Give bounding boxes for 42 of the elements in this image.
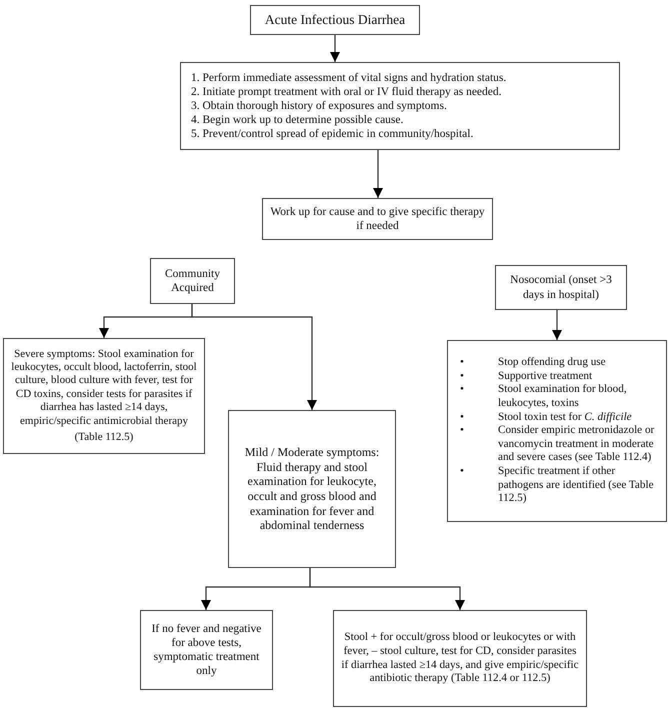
- bullet: •: [460, 410, 465, 424]
- process-box: [150, 258, 235, 304]
- severe-box: [3, 338, 205, 454]
- process-box: [262, 198, 493, 240]
- step-text: 3. Obtain thorough history of exposures and symptoms.: [191, 98, 448, 113]
- arrow: [191, 304, 317, 410]
- step-text: 2. Initiate prompt treatment with oral or IV fluid therapy as needed.: [191, 84, 503, 99]
- box-text: Severe symptoms: Stool examination for leukocytes, occult blood, lactoferrin, stool culture, blood culture with fever, test for CD toxins, consider tests for parasites if diarrhea has lasted ≥14 days, empiric/specific antimicrobial therapy: [10, 348, 198, 428]
- mild-box: [228, 410, 396, 568]
- arrow: [552, 310, 562, 340]
- arrow: [373, 150, 383, 198]
- step-text: 4. Begin work up to determine possible cause.: [191, 113, 404, 128]
- list-item: Supportive treatment: [498, 370, 594, 384]
- step-text: 1. Perform immediate assessment of vital signs and hydration status.: [191, 70, 508, 85]
- process-box: [140, 610, 273, 690]
- box-text: Community Acquired: [164, 266, 221, 296]
- box-text: Acute Infectious Diarrhea: [264, 12, 406, 28]
- bullet: •: [460, 356, 465, 370]
- box-text: Fluid therapy and stool examination for leukocyte, occult and gross blood and examination for fever and abdominal tenderness: [246, 460, 378, 533]
- list-item: Stop offending drug use: [498, 356, 607, 370]
- box-text: (Table 112.5): [74, 431, 134, 444]
- step-text: 5. Prevent/control spread of epidemic in community/hospital.: [191, 127, 474, 142]
- box-text: Nosocomial (onset >3 days in hospital): [509, 273, 613, 302]
- arrow: [309, 568, 465, 610]
- list-item: Stool examination for blood, leukocytes, toxins: [498, 383, 628, 411]
- arrow: [330, 35, 340, 62]
- box-text: Work up for cause and to give specific therapy if needed: [269, 204, 486, 234]
- bullet: •: [460, 383, 465, 398]
- list-item: Specific treatment if other pathogens are identified (see Table 112.5): [498, 465, 655, 506]
- steps-box: [180, 62, 620, 150]
- list-item: Consider empiric metronidazole or vancomycin treatment in moderate and severe cases (see Table 112.4): [498, 424, 656, 466]
- box-text: Mild / Moderate symptoms:: [244, 445, 380, 460]
- box-text: If no fever and negative for above tests, symptomatic treatment only: [150, 622, 262, 678]
- process-box: [333, 610, 587, 707]
- nosocomial-box: [447, 340, 667, 522]
- list-item: Stool toxin test for C. difficile: [498, 410, 633, 424]
- title-box: [250, 5, 420, 35]
- process-box: [495, 265, 627, 310]
- bullet: •: [460, 370, 465, 384]
- bullet: •: [460, 465, 465, 480]
- bullet: •: [460, 424, 465, 438]
- box-text: Stool + for occult/gross blood or leukocytes or with fever, – stool culture, test for CD, consider parasites if diarrhea lasted ≥14 days, and give empiric/specific antibiotic therapy (Table 112.4 or 112.5): [340, 631, 580, 686]
